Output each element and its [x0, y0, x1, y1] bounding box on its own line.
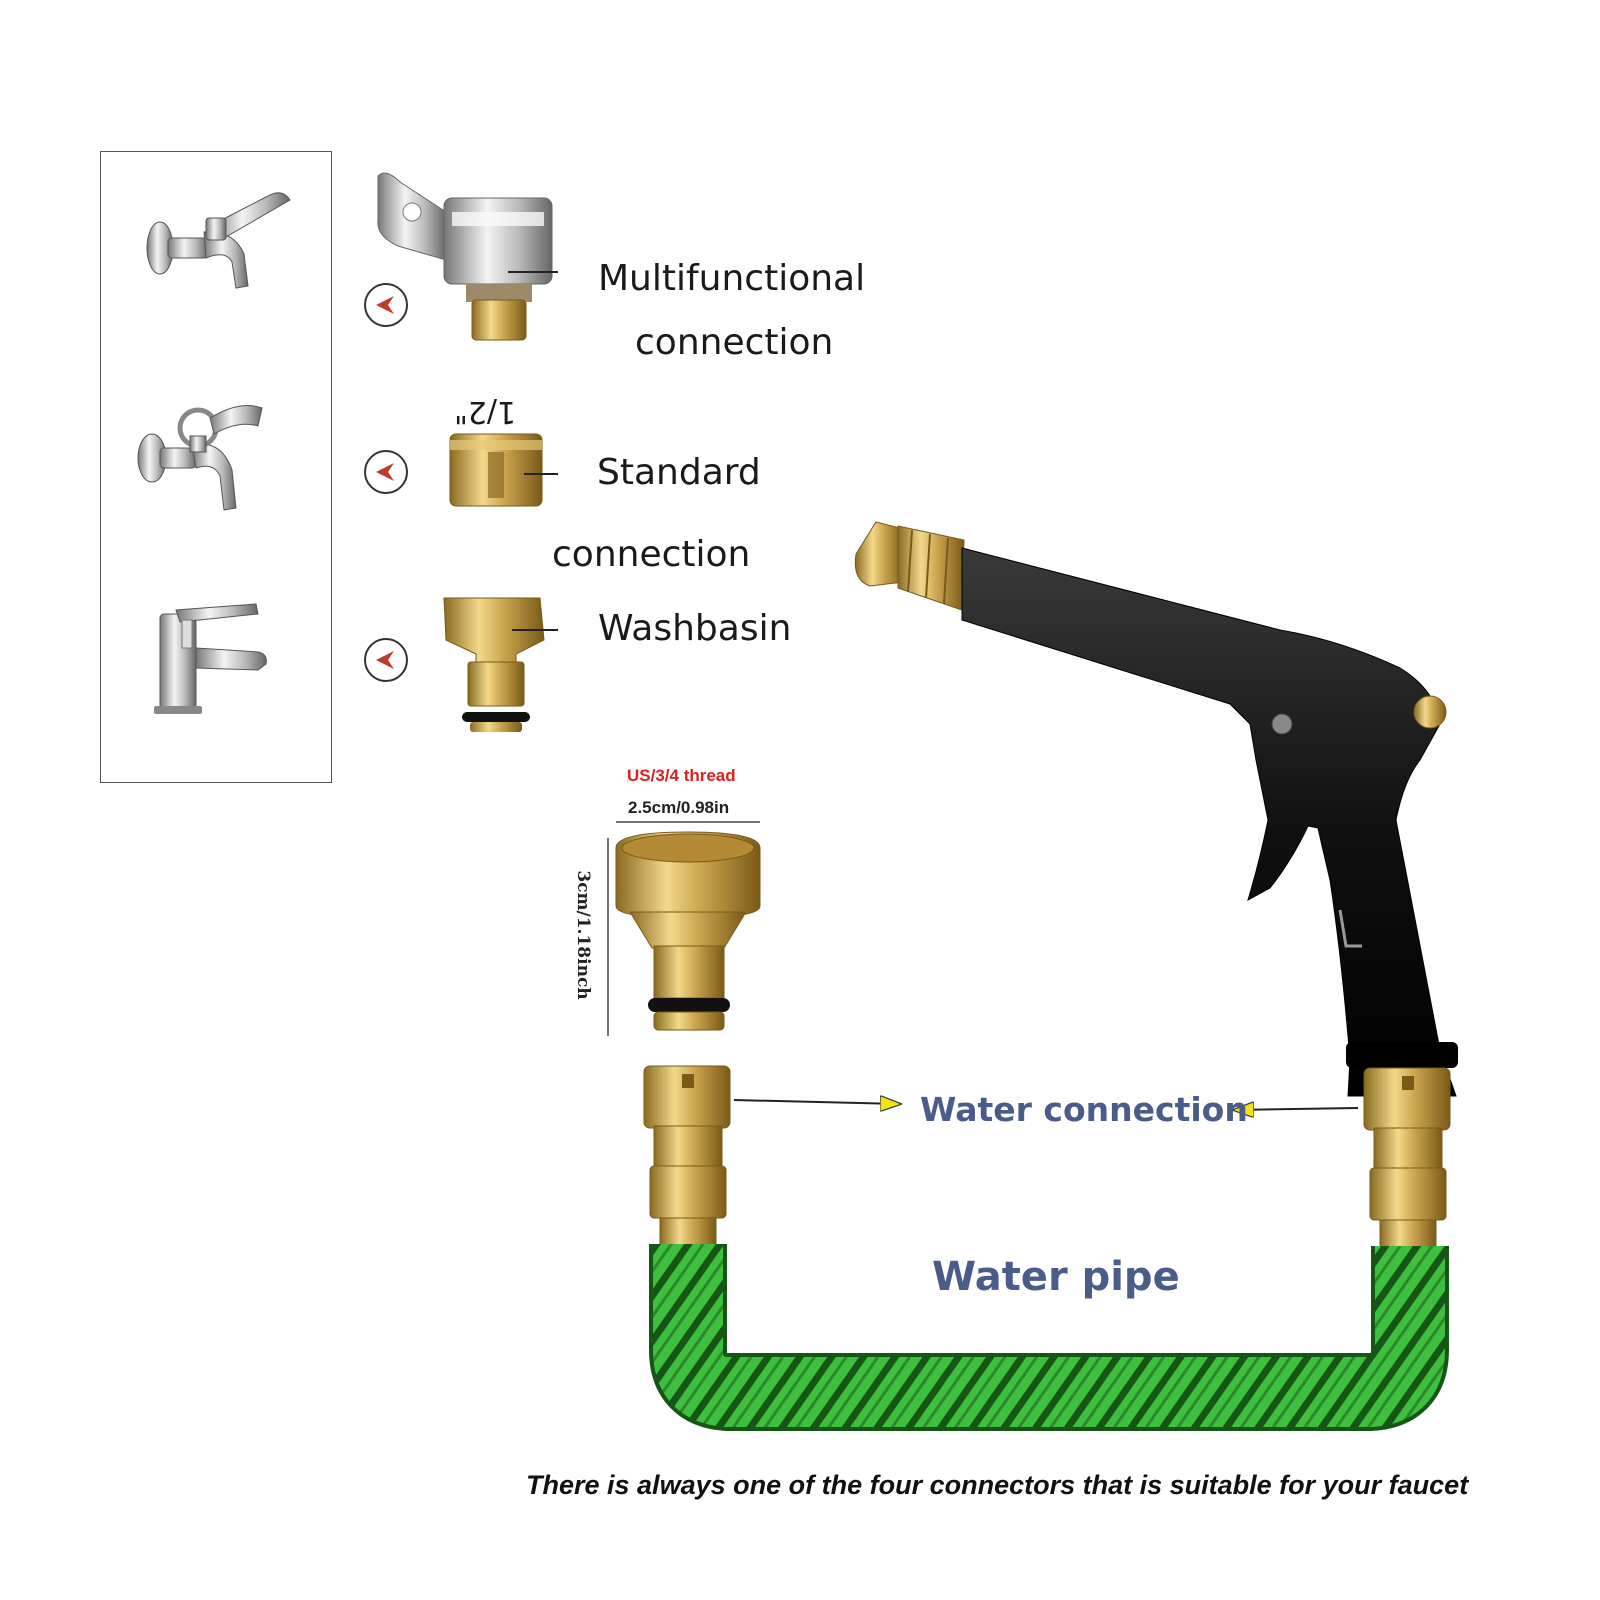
right-connection-arrow: [1234, 1108, 1359, 1110]
brass-connector-icon: [607, 821, 761, 1036]
height-spec-label: 3cm/1.18inch: [573, 870, 593, 1000]
spray-gun-icon: [854, 521, 1458, 1097]
garden-tap-icon: [137, 405, 263, 511]
bottom-caption: There is always one of the four connecto…: [526, 1470, 1469, 1500]
multifunctional-connection-label: connection: [635, 322, 834, 363]
standard-connection-label: connection: [552, 534, 751, 575]
width-spec-label: 2.5cm/0.98in: [628, 798, 730, 817]
standard-adapter-icon: [449, 433, 558, 507]
expandable-hose-icon: [649, 1244, 1449, 1431]
left-hose-fitting-icon: [643, 1065, 731, 1249]
washbasin-label: Washbasin: [598, 608, 792, 649]
marker-washbasin: [364, 638, 408, 682]
right-hose-fitting-icon: [1363, 1067, 1451, 1251]
water-connection-label: Water connection: [920, 1090, 1248, 1129]
washbasin-adapter-icon: [443, 597, 558, 732]
half-inch-label: 1/2": [454, 394, 517, 429]
basin-mixer-icon: [154, 603, 267, 714]
multifunctional-label: Multifunctional: [598, 258, 866, 299]
multifunctional-adapter-icon: [377, 172, 558, 341]
wall-tap-icon: [146, 192, 291, 289]
marker-multifunctional: [364, 283, 408, 327]
standard-label: Standard: [597, 452, 761, 493]
faucet-types-panel: [100, 151, 332, 783]
thread-spec-label: US/3/4 thread: [627, 766, 736, 785]
water-pipe-label: Water pipe: [932, 1254, 1180, 1300]
marker-standard: [364, 450, 408, 494]
left-connection-arrow: [733, 1100, 900, 1104]
